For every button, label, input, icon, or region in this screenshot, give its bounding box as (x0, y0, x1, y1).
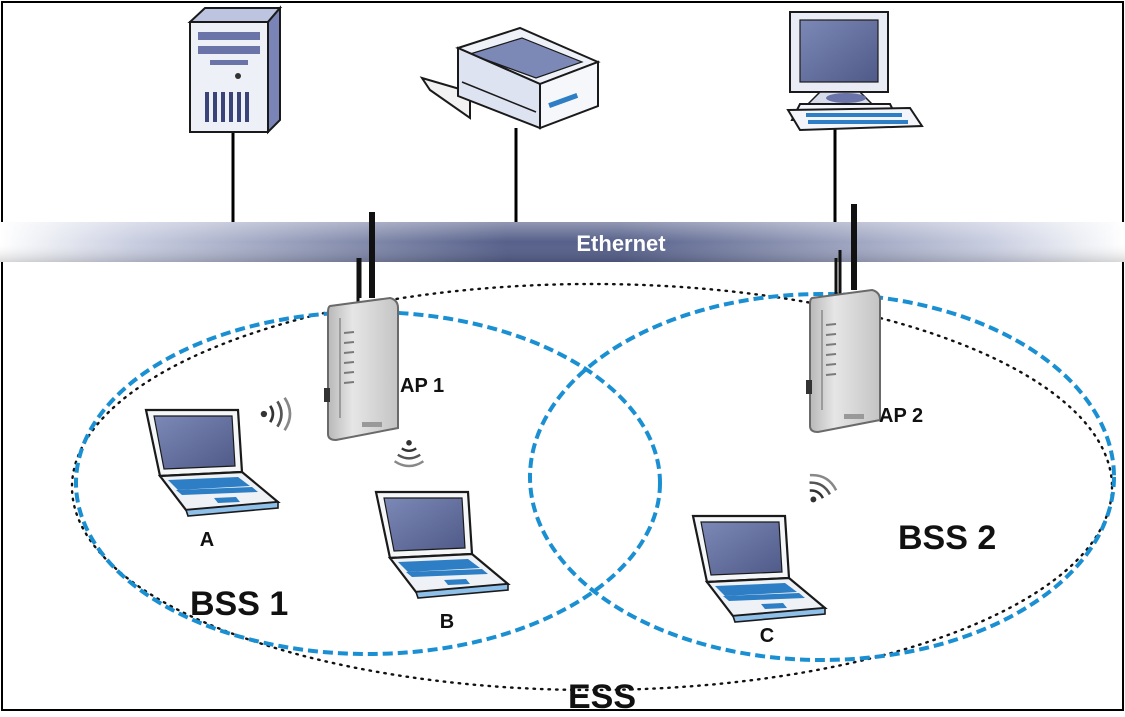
station-a-label: A (200, 529, 214, 551)
ethernet-bus: Ethernet (0, 222, 1125, 262)
ap1-label: AP 1 (400, 375, 444, 397)
server-tower-icon (190, 8, 280, 132)
ess-label: ESS (568, 678, 636, 712)
bss1-label: BSS 1 (190, 585, 288, 623)
station-b-label: B (440, 611, 454, 633)
station-c-label: C (760, 625, 774, 647)
ap2-label: AP 2 (879, 405, 923, 427)
bss2-label: BSS 2 (898, 519, 996, 557)
ethernet-label: Ethernet (576, 231, 666, 256)
